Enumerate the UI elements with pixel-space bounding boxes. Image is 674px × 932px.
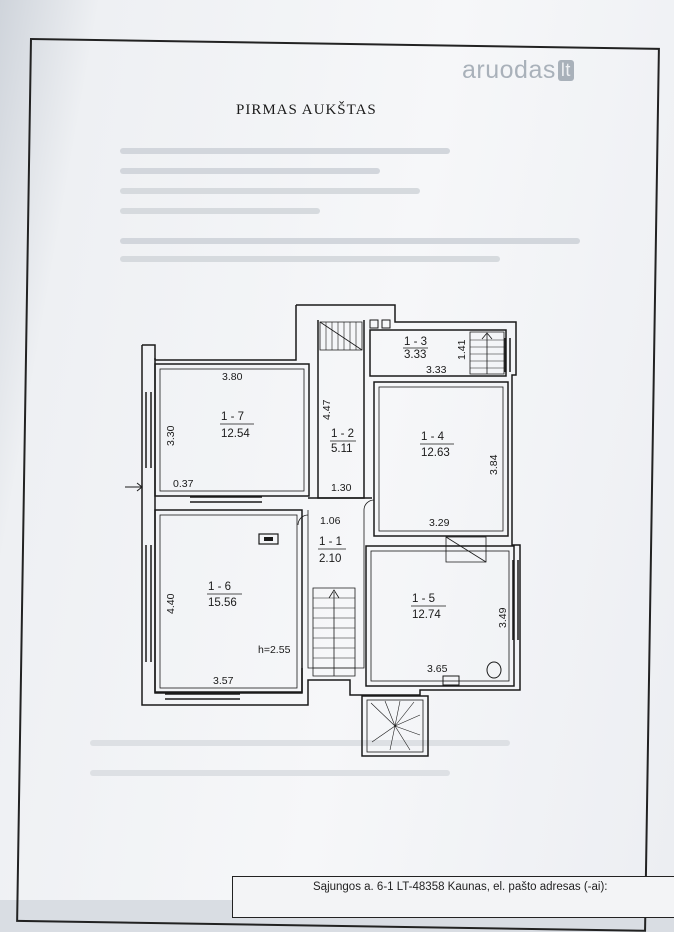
room-1-7-id: 1 - 7	[221, 411, 244, 423]
dim-r2-bottom: 1.30	[331, 482, 352, 494]
dim-r4-side: 3.84	[488, 454, 500, 475]
room-1-3-id: 1 - 3	[404, 336, 427, 348]
dim-r6-bottom: 3.57	[213, 675, 234, 687]
watermark-tld: lt	[557, 60, 574, 81]
dim-r5-side: 3.49	[497, 607, 509, 628]
room-1-5-area: 12.74	[412, 609, 441, 621]
room-1-4-id: 1 - 4	[421, 431, 445, 443]
floor-plan: 1 - 7 12.54 1 - 2 5.11 1 - 3 3.33 1 - 4 …	[125, 304, 521, 757]
room-1-2-id: 1 - 2	[331, 428, 354, 440]
dim-r4-bottom: 3.29	[429, 517, 450, 529]
dim-r6-side: 4.40	[165, 593, 177, 614]
room-1-1-id: 1 - 1	[319, 536, 342, 548]
dim-r3-side: 1.41	[456, 339, 468, 360]
room-1-6-id: 1 - 6	[208, 581, 231, 593]
floor-title: PIRMAS AUKŠTAS	[236, 102, 377, 118]
footer-address: Sąjungos a. 6-1 LT-48358 Kaunas, el. paš…	[313, 881, 608, 893]
dim-r7-offset: 0.37	[173, 478, 194, 490]
room-1-4-area: 12.63	[421, 447, 450, 459]
room-1-5-id: 1 - 5	[412, 593, 435, 605]
watermark-brand: aruodas	[462, 56, 556, 84]
room-1-6-area: 15.56	[208, 597, 237, 609]
room-1-1-area: 2.10	[319, 553, 341, 565]
room-1-2-area: 5.11	[331, 443, 353, 455]
dim-r1-top: 1.06	[320, 515, 341, 527]
dim-r3-bottom: 3.33	[426, 364, 447, 376]
room-1-3-area: 3.33	[404, 349, 426, 361]
room-1-7-area: 12.54	[221, 428, 250, 440]
dim-r5-bottom: 3.65	[427, 663, 448, 675]
footer-box: Sąjungos a. 6-1 LT-48358 Kaunas, el. paš…	[232, 876, 674, 918]
dim-r7-side: 3.30	[165, 425, 177, 446]
dim-r7-top: 3.80	[222, 371, 243, 383]
dim-r2-side: 4.47	[321, 399, 333, 420]
dim-r6-height: h=2.55	[258, 644, 291, 656]
